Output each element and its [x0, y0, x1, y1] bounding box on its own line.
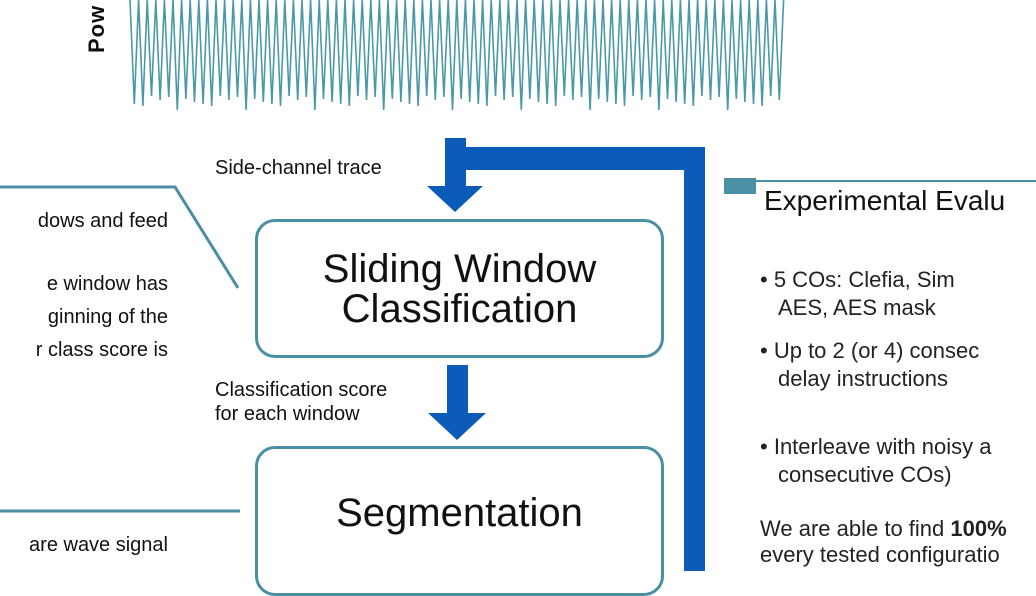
evaluation-bullet-2-line-2: delay instructions [778, 366, 948, 391]
score-label-line-2: for each window [215, 403, 360, 425]
left-text-line-5: are wave signal [29, 534, 168, 556]
evaluation-accent-block [724, 178, 756, 194]
evaluation-result: We are able to find 100% every tested co… [760, 516, 1007, 568]
evaluation-bullet-1: 5 COs: Clefia, Sim AES, AES mask [760, 266, 955, 322]
evaluation-bullet-3-line-1: Interleave with noisy a [760, 433, 992, 461]
evaluation-bullet-3: Interleave with noisy a consecutive COs) [760, 433, 992, 489]
evaluation-bullet-2: Up to 2 (or 4) consec delay instructions [760, 337, 979, 393]
evaluation-bullet-3-line-2: consecutive COs) [778, 462, 952, 487]
sliding-window-box: Sliding Window Classification [255, 219, 664, 358]
score-label: Classification score for each window [215, 378, 387, 426]
diagram-canvas [0, 0, 1036, 571]
power-trace-waveform [129, 0, 785, 111]
evaluation-result-bold: 100% [950, 516, 1007, 541]
segmentation-title: Segmentation [336, 491, 583, 535]
sliding-window-title-line-1: Sliding Window [322, 246, 597, 291]
left-text-line-4: r class score is [35, 339, 168, 361]
trace-label: Side-channel trace [215, 157, 382, 179]
segmentation-box: Segmentation [255, 446, 664, 596]
arrow-classifier-to-segmentation [428, 365, 486, 440]
callout-line-top [0, 185, 240, 289]
evaluation-result-line-1: We are able to find 100% [760, 516, 1007, 542]
evaluation-title: Experimental Evalu [764, 185, 1006, 216]
left-text-line-1: dows and feed [37, 210, 168, 232]
sliding-window-title-line-2: Classification [341, 286, 578, 331]
power-trace-line [129, 0, 785, 111]
score-label-line-1: Classification score [215, 379, 388, 401]
arrow-trace-to-classifier [427, 138, 483, 212]
left-text-line-3: ginning of the [47, 306, 168, 328]
left-text-line-2: e window has [46, 273, 168, 295]
evaluation-bullet-1-line-1: 5 COs: Clefia, Sim [760, 266, 955, 294]
evaluation-result-prefix: We are able to find [760, 516, 951, 541]
evaluation-bullet-1-line-2: AES, AES mask [778, 295, 936, 320]
evaluation-bullet-2-line-1: Up to 2 (or 4) consec [760, 337, 979, 365]
left-description: dows and feed e window has ginning of th… [36, 205, 168, 367]
evaluation-result-line-2: every tested configuratio [760, 542, 1000, 567]
